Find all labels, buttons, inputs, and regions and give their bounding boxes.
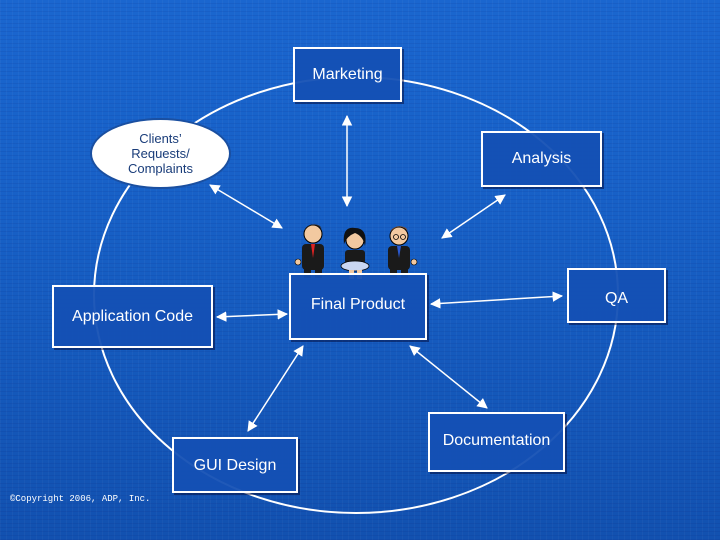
copyright-notice: ©Copyright 2006, ADP, Inc. [10, 494, 151, 504]
node-clients-requests: Clients’ Requests/ Complaints [90, 118, 231, 189]
arrow-final-doc [409, 345, 488, 409]
node-marketing: Marketing [293, 47, 402, 102]
node-qa-label: QA [604, 290, 629, 307]
people-group-icon [294, 224, 418, 279]
node-marketing-label: Marketing [312, 65, 383, 83]
node-analysis-label: Analysis [511, 150, 572, 167]
node-application-code-label: Application Code [72, 307, 193, 325]
arrow-appcode-final [215, 309, 289, 322]
arrow-final-gui [247, 345, 304, 432]
node-final-product: Final Product [289, 273, 427, 340]
node-documentation: Documentation [428, 412, 565, 472]
arrow-analysis-team [441, 194, 506, 239]
node-gui-design: GUI Design [172, 437, 298, 493]
node-analysis: Analysis [481, 131, 602, 187]
node-final-product-label: Final Product [310, 296, 406, 313]
node-documentation-label: Documentation [442, 432, 551, 449]
node-application-code: Application Code [52, 285, 213, 348]
node-clients-label-1: Clients’ [139, 131, 182, 146]
node-clients-label-2: Requests/ [131, 146, 190, 161]
node-clients-label-3: Complaints [127, 161, 194, 176]
node-gui-design-label: GUI Design [193, 457, 277, 474]
arrow-clients-team [209, 184, 283, 229]
node-qa: QA [567, 268, 666, 323]
arrow-final-qa [429, 291, 564, 309]
